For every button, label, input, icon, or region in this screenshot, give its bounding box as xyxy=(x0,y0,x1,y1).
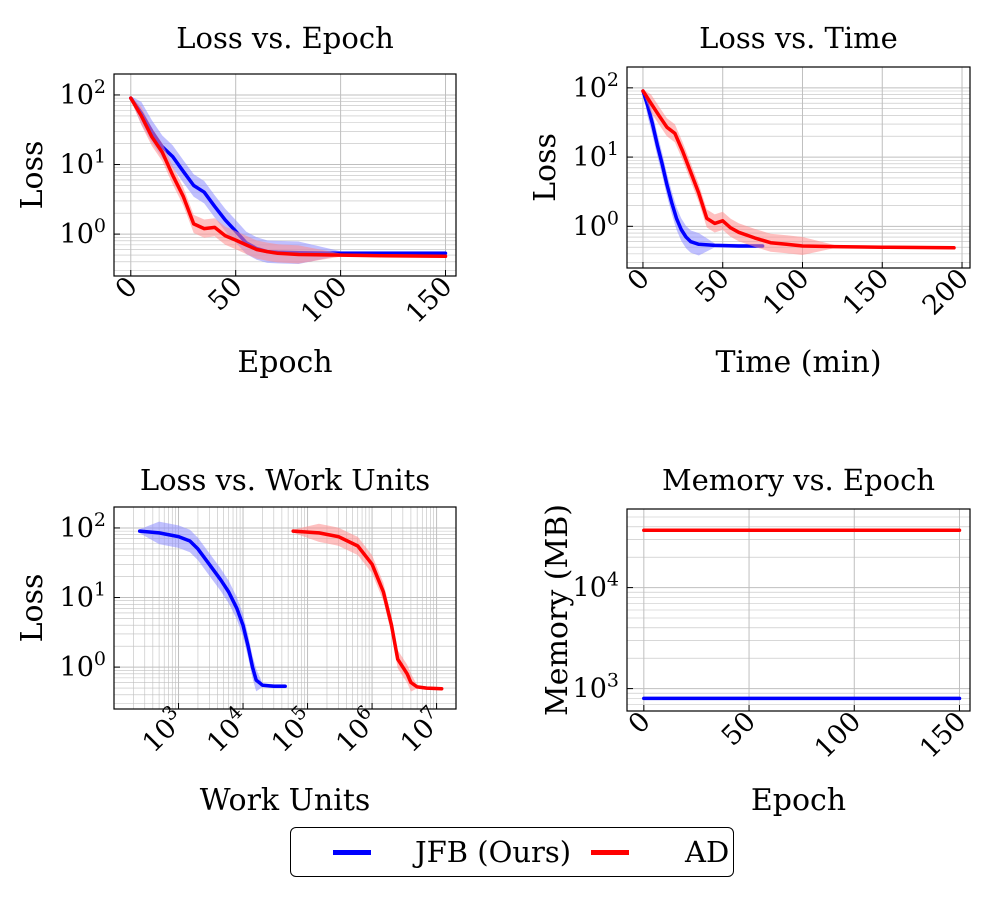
legend-entry-jfb: JFB (Ours) xyxy=(333,828,571,876)
x-tick-label: 150 xyxy=(914,706,972,764)
x-tick-label: 106 xyxy=(327,701,385,759)
series-jfb-band xyxy=(139,521,286,692)
chart-title: Loss vs. Epoch xyxy=(176,21,394,55)
series-group xyxy=(129,96,448,264)
chart-title: Loss vs. Work Units xyxy=(140,463,430,497)
y-tick-label: 102 xyxy=(573,69,619,104)
y-axis-label: Loss xyxy=(15,141,50,210)
legend: JFB (Ours) AD xyxy=(290,827,734,877)
x-tick-label: 50 xyxy=(716,706,762,752)
x-axis-label: Time (min) xyxy=(715,345,881,380)
legend-label-jfb: JFB (Ours) xyxy=(415,835,572,869)
y-tick-label: 103 xyxy=(573,670,619,705)
x-axis-label: Epoch xyxy=(237,345,332,380)
series-group xyxy=(641,89,956,256)
x-tick-label: 105 xyxy=(263,701,321,759)
x-tick-label: 100 xyxy=(295,271,353,329)
plot-frame xyxy=(113,73,457,277)
x-tick-label: 107 xyxy=(392,701,450,759)
series-jfb-line xyxy=(641,89,765,248)
plot-frame xyxy=(626,66,971,269)
y-tick-label: 104 xyxy=(573,569,619,604)
y-tick-label: 102 xyxy=(60,76,106,111)
y-axis-label: Loss xyxy=(528,133,563,202)
series-group xyxy=(642,528,962,701)
x-tick-label: 100 xyxy=(757,263,815,321)
x-tick-label: 150 xyxy=(837,263,895,321)
chart-title: Memory vs. Epoch xyxy=(662,463,935,497)
y-tick-label: 101 xyxy=(60,146,106,181)
y-tick-label: 102 xyxy=(60,509,106,544)
chart-title: Loss vs. Time xyxy=(699,21,898,55)
y-tick-label: 100 xyxy=(60,648,106,683)
y-tick-label: 100 xyxy=(573,207,619,242)
series-ad-line xyxy=(129,96,448,259)
series-ad-line xyxy=(291,529,444,691)
series-ad-band xyxy=(130,96,446,264)
y-axis-label: Loss xyxy=(15,574,50,643)
x-axis-label: Epoch xyxy=(751,783,846,818)
series-jfb-line xyxy=(137,529,287,689)
series-ad-band xyxy=(643,89,954,255)
y-axis-label: Memory (MB) xyxy=(540,504,575,716)
series-jfb-band xyxy=(130,96,446,264)
legend-swatch-jfb xyxy=(333,849,371,855)
x-tick-label: 100 xyxy=(809,706,867,764)
y-tick-label: 100 xyxy=(60,215,106,250)
series-ad-line xyxy=(641,89,956,250)
plot-frame xyxy=(113,506,457,710)
legend-label-ad: AD xyxy=(685,835,730,869)
series-jfb-line xyxy=(129,96,448,256)
y-tick-label: 101 xyxy=(573,138,619,173)
x-tick-label: 50 xyxy=(689,263,735,309)
x-tick-label: 103 xyxy=(134,701,192,759)
grid xyxy=(627,509,970,711)
x-tick-label: 50 xyxy=(202,271,248,317)
x-tick-label: 104 xyxy=(198,701,256,759)
legend-swatch-ad xyxy=(591,849,629,855)
x-axis-label: Work Units xyxy=(200,783,371,818)
y-tick-label: 101 xyxy=(60,579,106,614)
series-group xyxy=(137,521,444,692)
grid xyxy=(114,74,456,276)
plot-frame xyxy=(626,508,971,712)
series-jfb-band xyxy=(643,89,763,256)
x-tick-label: 150 xyxy=(400,271,458,329)
legend-entry-ad: AD xyxy=(591,828,729,876)
x-tick-label: 200 xyxy=(917,263,975,321)
